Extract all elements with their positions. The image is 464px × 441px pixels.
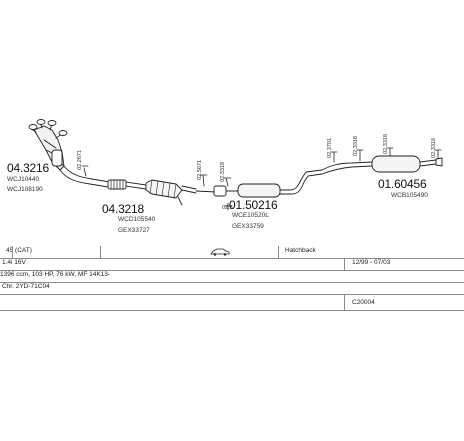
part-oem: WCB105490 [391, 192, 428, 199]
hanger-3 [223, 177, 232, 187]
info-row: Chr. 2YD-71C04 [0, 282, 464, 295]
hanger-6 [386, 147, 394, 157]
car-icon [210, 248, 230, 256]
callout-label: 02.3318 [220, 162, 226, 182]
part-oem-alt: GEX33759 [232, 223, 264, 230]
front-pipe [59, 163, 147, 190]
rear-silencer [321, 155, 443, 175]
hanger-1 [81, 165, 89, 177]
part-oem-alt: GEX33727 [118, 227, 150, 234]
engine-spec: 1396 ccm, 103 HP, 76 kW, MF 14K13- [0, 271, 111, 278]
part-oem: WCJ10440 [7, 176, 40, 183]
centre-silencer [195, 169, 323, 198]
catalytic-converter [145, 179, 197, 206]
production-dates: 12/99 - 07/03 [352, 259, 391, 266]
exhaust-manifold [28, 119, 68, 171]
part-code: 04.3216 [7, 161, 49, 175]
hanger-7 [434, 149, 442, 159]
engine-variant: 1.4i 16V [2, 259, 26, 266]
part-code: 04.3218 [102, 202, 144, 216]
callout-label: 02.5671 [197, 160, 203, 180]
part-code: 01.50216 [229, 198, 278, 212]
hanger-4 [330, 151, 338, 163]
part-oem: WCE10520L [232, 212, 269, 219]
clamp [224, 202, 232, 211]
info-row: 1396 ccm, 103 HP, 76 kW, MF 14K13- [0, 270, 464, 283]
callout-label: 02.3318 [353, 136, 359, 156]
info-row: C20004 [0, 294, 464, 311]
callout-label: 02.3 [222, 205, 233, 211]
exhaust-system-diagram [28, 119, 443, 211]
part-oem: WCD105540 [118, 216, 156, 223]
callout-label: 02.2671 [77, 150, 83, 170]
engine-code: 45 (CAT) [6, 247, 32, 254]
reference-number: C20004 [352, 299, 375, 306]
body-type: Hatchback [285, 247, 316, 254]
vehicle-info-table: 45 (CAT) Hatchback 1.4i 16V 12/99 - 07/0… [0, 246, 464, 346]
info-row: 45 (CAT) Hatchback [0, 246, 464, 259]
part-code: 01.60456 [378, 177, 427, 191]
callout-label: 02.3318 [383, 134, 389, 154]
chassis-spec: Chr. 2YD-71C04 [2, 283, 50, 290]
callout-label: 02.3701 [327, 138, 333, 158]
hanger-2 [199, 174, 208, 187]
part-oem-alt: WCJ108190 [7, 186, 43, 193]
hanger-5 [356, 149, 364, 162]
info-row: 1.4i 16V 12/99 - 07/03 [0, 258, 464, 271]
callout-label: 02.3318 [431, 138, 437, 158]
